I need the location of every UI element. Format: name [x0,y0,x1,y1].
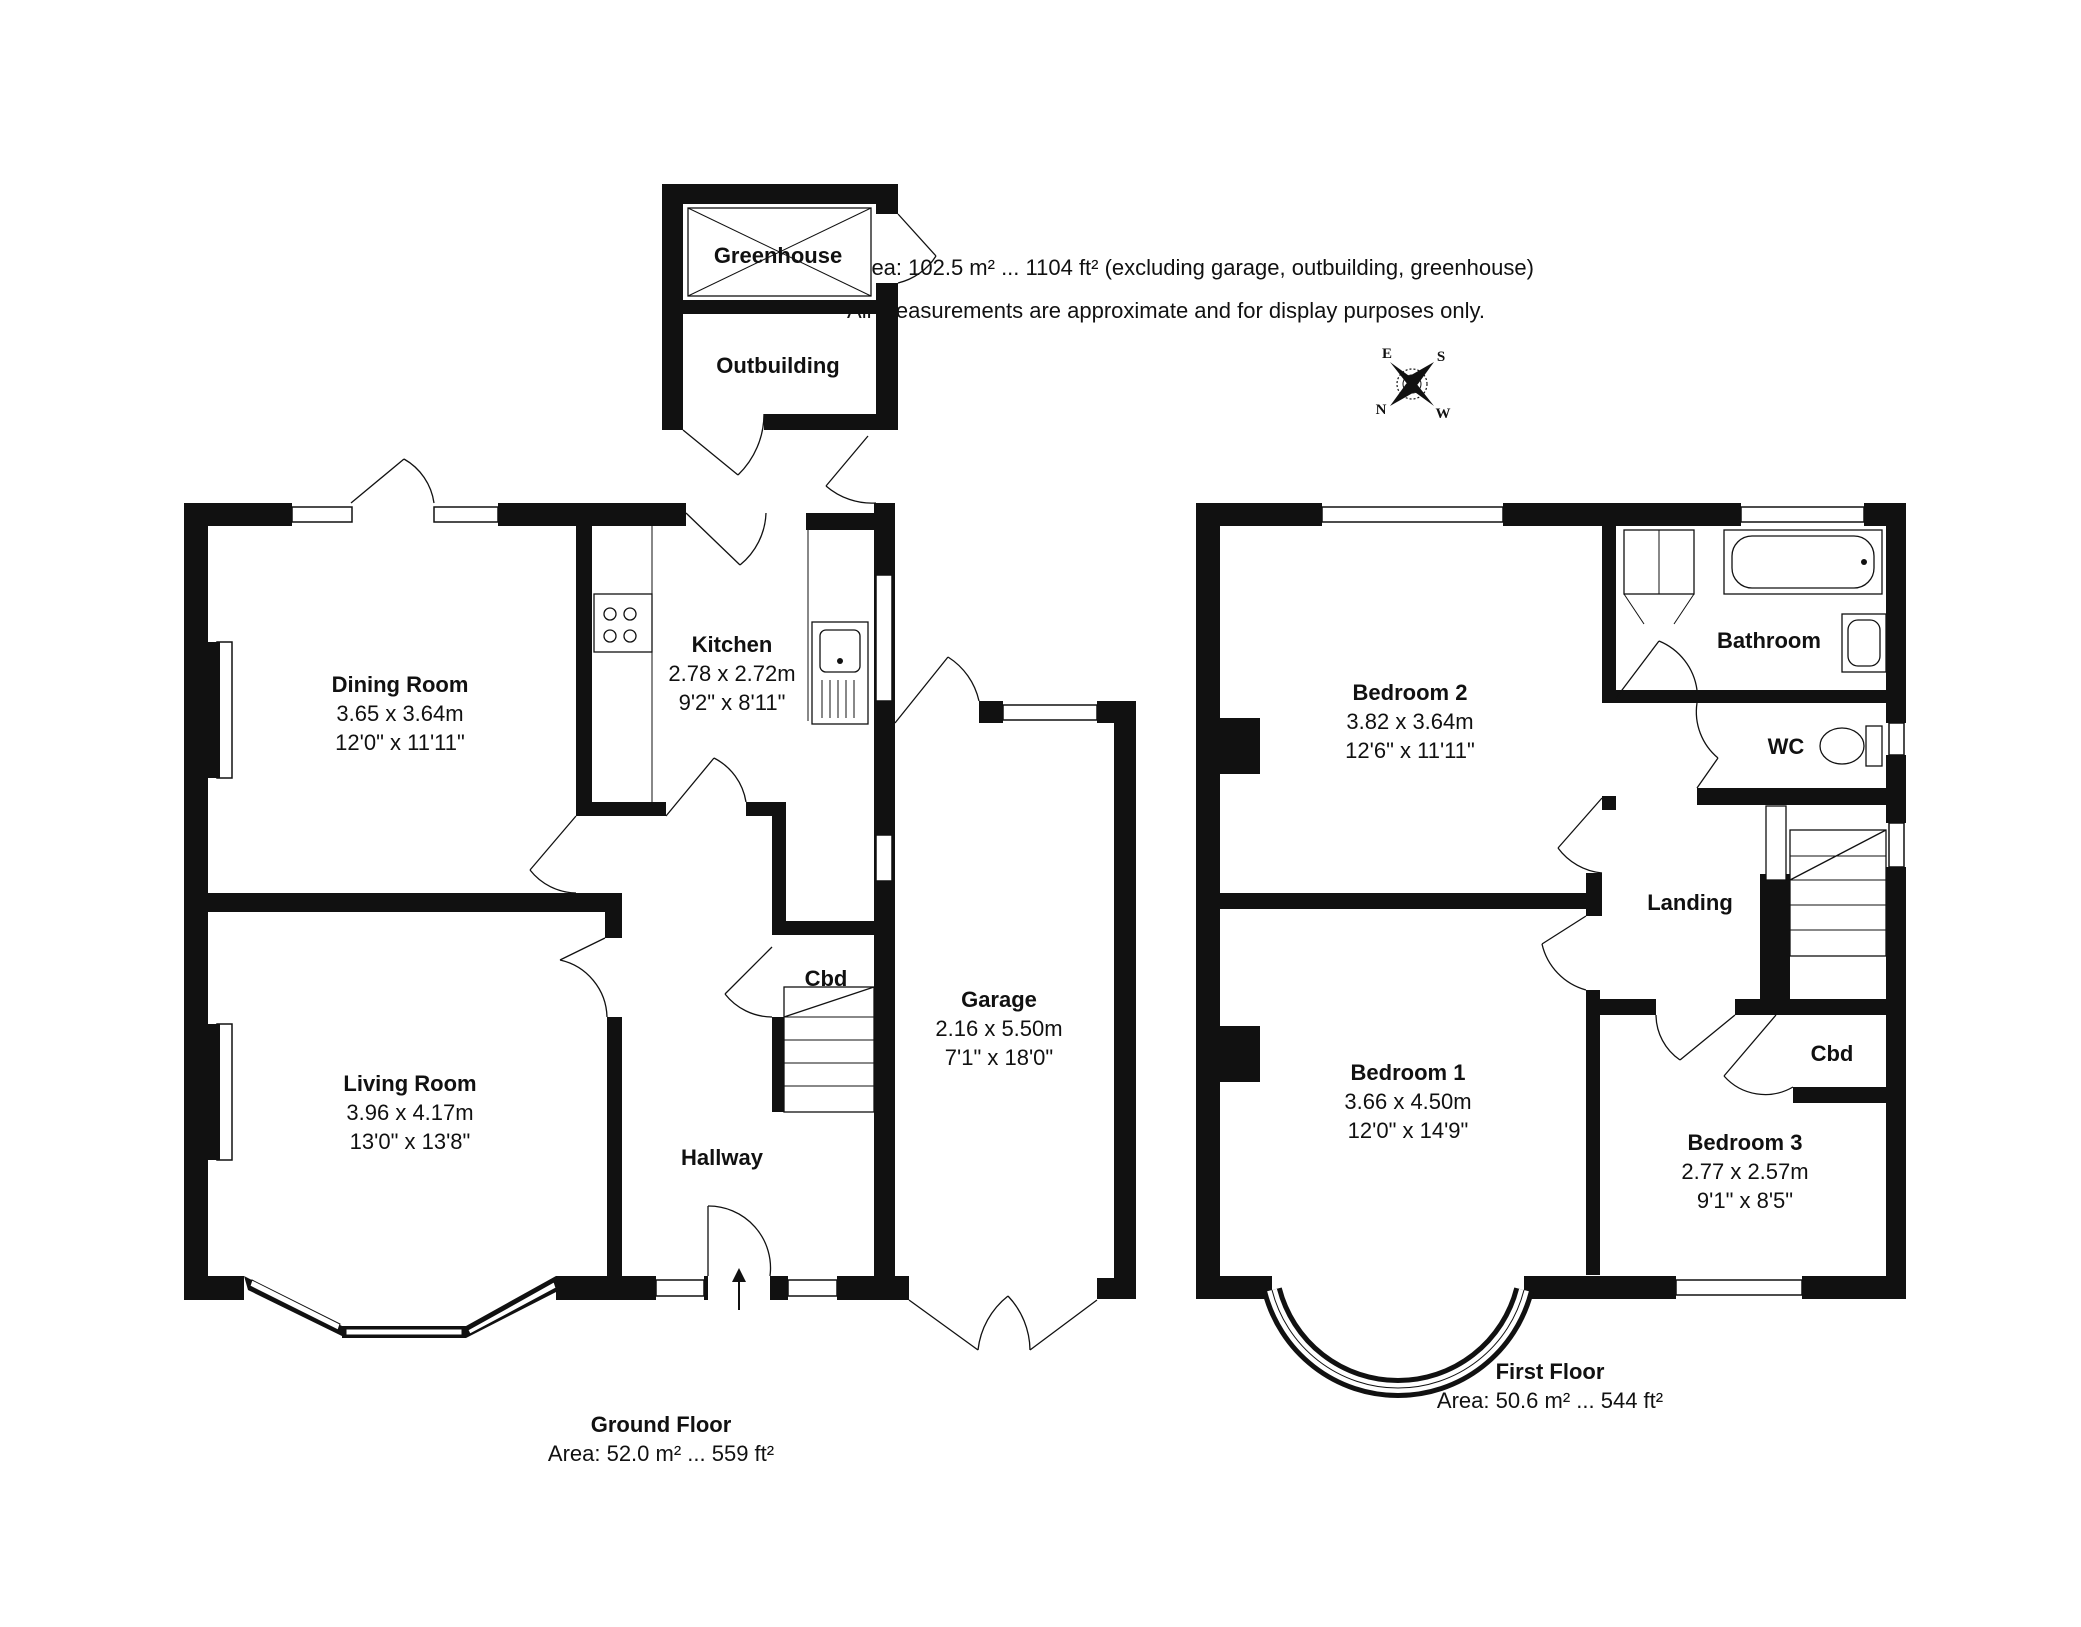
first-floor-stairs [1765,805,1887,957]
compass-n-label: N [1376,402,1387,418]
bedroom1-bay-window [1262,1287,1534,1398]
compass-s-label: S [1437,349,1445,365]
bathtub-icon [1723,529,1883,595]
bedroom3-metric: 2.77 x 2.57m [1681,1159,1808,1184]
garage-label: Garage [961,987,1037,1012]
garage-imperial: 7'1" x 18'0" [945,1045,1053,1070]
bedroom3-label: Bedroom 3 [1688,1130,1803,1155]
first-floor-area: Area: 50.6 m² ... 544 ft² [1437,1388,1663,1413]
hob-icon [593,593,653,653]
ground-floor-labels: Greenhouse Outbuilding Dining Room 3.65 … [332,243,1063,1466]
disclaimer-text: All measurements are approximate and for… [847,298,1485,323]
dining-fireplace [208,642,220,778]
bedroom3-imperial: 9'1" x 8'5" [1697,1188,1793,1213]
living-room-label: Living Room [343,1071,476,1096]
bedroom1-imperial: 12'0" x 14'9" [1348,1118,1469,1143]
ground-floor-windows [216,506,1098,1297]
bedroom2-imperial: 12'6" x 11'11" [1345,738,1475,763]
dining-room-imperial: 12'0" x 11'11" [335,730,465,755]
bedroom1-label: Bedroom 1 [1351,1060,1466,1085]
ground-floor-doors [350,213,1098,1351]
first-cbd-label: Cbd [1811,1041,1854,1066]
basin-icon [1841,613,1887,673]
kitchen-metric: 2.78 x 2.72m [668,661,795,686]
living-fireplace [208,1024,220,1160]
compass-e-label: E [1382,346,1392,362]
first-floor-windows [1321,506,1905,1296]
bedroom1-metric: 3.66 x 4.50m [1344,1089,1471,1114]
total-area-text: Total Area: 102.5 m² ... 1104 ft² (exclu… [798,255,1534,280]
entrance-arrow-icon [732,1268,746,1310]
greenhouse-label: Greenhouse [714,243,842,268]
toilet-icon [1819,725,1883,767]
ground-cbd-label: Cbd [805,966,848,991]
kitchen-imperial: 9'2" x 8'11" [679,690,786,715]
outbuilding-label: Outbuilding [716,353,839,378]
bathroom-fixtures [1623,529,1887,767]
ground-floor-area: Area: 52.0 m² ... 559 ft² [548,1441,774,1466]
ground-floor-title: Ground Floor [591,1412,732,1437]
bedroom2-metric: 3.82 x 3.64m [1346,709,1473,734]
wc-label: WC [1768,734,1805,759]
greenhouse-glazing [687,207,872,297]
bathroom-label: Bathroom [1717,628,1821,653]
landing-label: Landing [1647,890,1733,915]
garage-metric: 2.16 x 5.50m [935,1016,1062,1041]
compass-icon: E S N W [1376,346,1451,422]
hallway-label: Hallway [681,1145,764,1170]
compass-w-label: W [1436,406,1451,422]
dining-room-label: Dining Room [332,672,469,697]
living-room-metric: 3.96 x 4.17m [346,1100,473,1125]
kitchen-label: Kitchen [692,632,773,657]
living-bay-window [244,1276,560,1338]
kitchen-fixtures [593,526,869,802]
first-floor-title: First Floor [1496,1359,1605,1384]
ground-floor-stairs [783,986,875,1113]
first-floor-doors [1541,640,1794,1096]
living-room-imperial: 13'0" x 13'8" [350,1129,471,1154]
first-floor-labels: Bedroom 2 3.82 x 3.64m 12'6" x 11'11" Ba… [1344,628,1853,1413]
sink-icon [811,621,869,725]
ground-floor-walls [184,184,1136,1300]
bedroom2-label: Bedroom 2 [1353,680,1468,705]
dining-room-metric: 3.65 x 3.64m [336,701,463,726]
first-floor-walls [1196,503,1906,1299]
